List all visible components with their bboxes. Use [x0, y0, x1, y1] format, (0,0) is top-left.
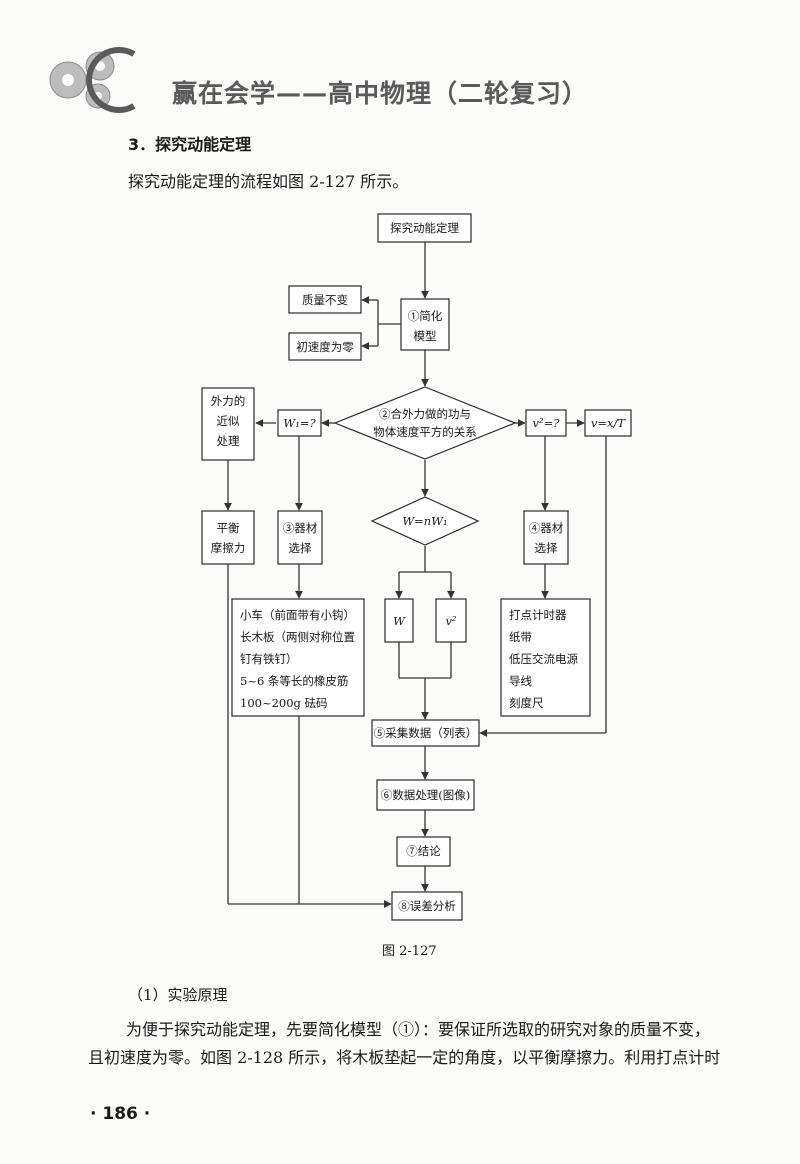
- node-data-processing: ⑥数据处理(图像): [376, 779, 475, 811]
- node-balance-line2: 摩擦力: [211, 541, 246, 555]
- node-equip-left-line2: 选择: [289, 541, 312, 555]
- section-title: 3．探究动能定理: [128, 135, 252, 154]
- node-error-label: ⑧误差分析: [398, 899, 456, 913]
- paragraph-line: 为便于探究动能定理，先要简化模型（①）：要保证所选取的研究对象的质量不变，: [126, 1020, 711, 1039]
- node-simplify-line1: ①简化: [408, 309, 443, 323]
- materials-right-item: 纸带: [509, 630, 532, 644]
- materials-right-item: 低压交流电源: [509, 652, 578, 666]
- page-header: 赢在会学——高中物理（二轮复习）: [0, 0, 800, 120]
- node-simplify-line2: 模型: [414, 329, 437, 343]
- node-v2-label: v²: [445, 614, 456, 628]
- node-conclusion: ⑦结论: [396, 836, 451, 867]
- subsection-title: （1）实验原理: [128, 986, 228, 1004]
- node-mass-fixed: 质量不变: [288, 285, 362, 314]
- node-explore-theorem: 探究动能定理: [377, 213, 472, 243]
- node-error-analysis: ⑧误差分析: [391, 891, 463, 921]
- node-external-force-line1: 外力的: [211, 394, 246, 408]
- node-simplify-model: ①简化 模型: [400, 298, 450, 351]
- node-equip-right-line1: ④器材: [529, 521, 564, 535]
- materials-left-item: 长木板（两侧对称位置: [240, 630, 355, 644]
- body-paragraph: 为便于探究动能定理，先要简化模型（①）：要保证所选取的研究对象的质量不变， 且初…: [88, 1016, 768, 1072]
- node-wnw-label: W=nW₁: [402, 514, 447, 528]
- paragraph-line: 且初速度为零。如图 2-128 所示，将木板垫起一定的角度，以平衡摩擦力。利用打…: [88, 1048, 721, 1067]
- gear-logo-icon: [49, 47, 136, 113]
- node-relation-diamond: ②合外力做的功与 物体速度平方的关系: [333, 386, 517, 460]
- node-balance-line1: 平衡: [217, 521, 240, 535]
- node-explore-theorem-label: 探究动能定理: [390, 221, 459, 235]
- node-v2: v²: [435, 598, 467, 643]
- node-v-xt-label: v=x/T: [591, 416, 626, 430]
- node-external-force-line2: 近似: [217, 414, 240, 428]
- node-processing-label: ⑥数据处理(图像): [381, 788, 470, 802]
- node-w-equals-nw1: W=nW₁: [370, 496, 480, 546]
- node-w: W: [384, 598, 414, 643]
- node-external-force-line3: 处理: [217, 434, 240, 448]
- node-v2-question-label: v²=?: [533, 416, 561, 430]
- node-materials-left: 小车（前面带有小钩） 长木板（两侧对称位置 钉有铁钉） 5~6 条等长的橡皮筋 …: [231, 598, 365, 717]
- node-w1-label: W₁=?: [283, 416, 316, 430]
- book-title: 赢在会学——高中物理（二轮复习）: [172, 79, 589, 108]
- node-v-xt: v=x/T: [584, 409, 632, 437]
- materials-left-item: 100~200g 砝码: [240, 696, 328, 710]
- figure-caption: 图 2-127: [382, 944, 437, 959]
- node-w-label: W: [393, 614, 406, 628]
- node-collect-data: ⑤采集数据（列表）: [371, 719, 480, 747]
- node-materials-right: 打点计时器 纸带 低压交流电源 导线 刻度尺: [500, 598, 591, 717]
- node-equip-right: ④器材 选择: [523, 510, 569, 565]
- materials-right-item: 打点计时器: [509, 608, 567, 622]
- materials-right-item: 刻度尺: [509, 696, 544, 710]
- node-v0-zero-label: 初速度为零: [296, 340, 354, 354]
- materials-left-item: 5~6 条等长的橡皮筋: [240, 674, 348, 688]
- node-relation-line1: ②合外力做的功与: [379, 407, 471, 421]
- node-relation-line2: 物体速度平方的关系: [373, 425, 477, 439]
- node-collect-label: ⑤采集数据（列表）: [374, 726, 478, 740]
- materials-left-item: 小车（前面带有小钩）: [240, 608, 355, 622]
- node-v0-zero: 初速度为零: [288, 332, 362, 361]
- node-equip-left: ③器材 选择: [277, 510, 323, 565]
- node-external-force: 外力的 近似 处理: [201, 387, 255, 461]
- flow-connectors: [224, 242, 607, 908]
- node-v2-question: v²=?: [525, 409, 567, 437]
- node-balance-friction: 平衡 摩擦力: [201, 510, 255, 565]
- node-conclusion-label: ⑦结论: [406, 844, 441, 858]
- node-equip-left-line1: ③器材: [283, 521, 318, 535]
- page-number: · 186 ·: [90, 1104, 151, 1124]
- node-w1: W₁=?: [277, 409, 322, 437]
- node-mass-fixed-label: 质量不变: [302, 293, 348, 307]
- materials-right-item: 导线: [509, 674, 532, 688]
- intro-text: 探究动能定理的流程如图 2-127 所示。: [128, 172, 409, 191]
- node-equip-right-line2: 选择: [535, 541, 558, 555]
- materials-left-item: 钉有铁钉）: [240, 652, 298, 666]
